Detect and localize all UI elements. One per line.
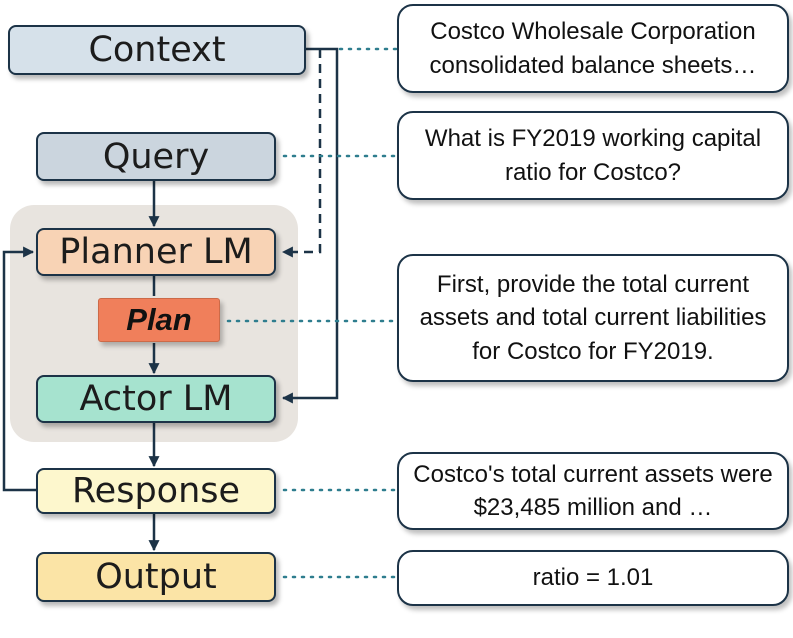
arrow-context-to-planner (281, 49, 322, 258)
response-node: Response (36, 468, 276, 514)
context-node: Context (8, 25, 306, 75)
output-node: Output (36, 552, 276, 602)
plan-callout: First, provide the total current assets … (397, 254, 789, 382)
query-node: Query (36, 132, 276, 181)
context-callout: Costco Wholesale Corporation consolidate… (397, 4, 789, 93)
arrow-context-to-actor (281, 47, 339, 404)
query-callout: What is FY2019 working capital ratio for… (397, 111, 789, 200)
output-callout: ratio = 1.01 (397, 550, 789, 606)
actor-lm-node: Actor LM (36, 375, 276, 423)
arrow-response-feedback (2, 246, 36, 492)
plan-tag: Plan (98, 298, 220, 342)
planner-lm-node: Planner LM (36, 228, 276, 276)
response-callout: Costco's total current assets were $23,4… (397, 452, 789, 530)
